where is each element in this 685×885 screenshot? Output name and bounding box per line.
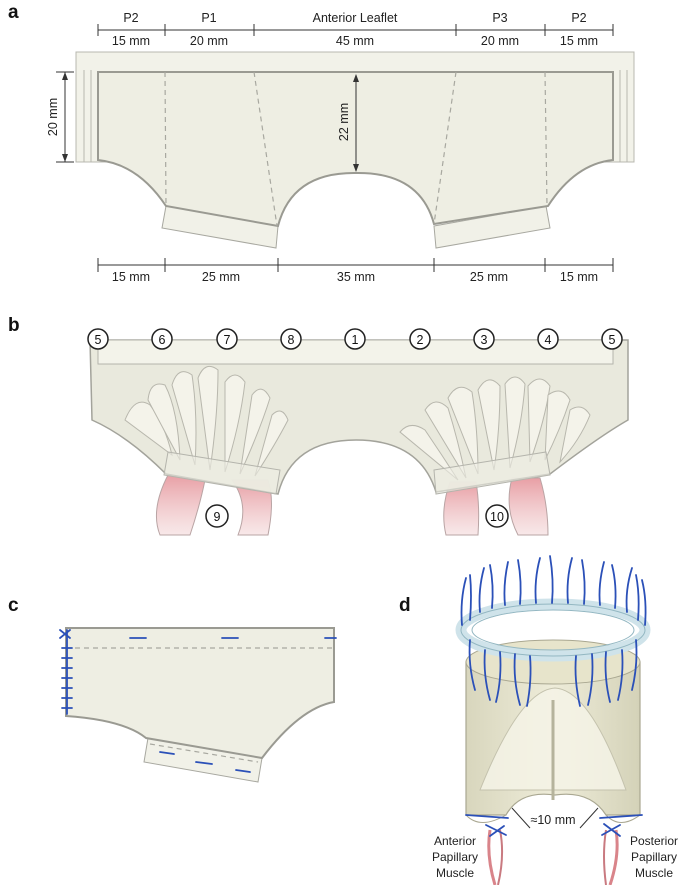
marker-9: 5 <box>601 328 623 350</box>
gap-label: ≈10 mm <box>530 813 575 827</box>
marker-5: 1 <box>344 328 366 350</box>
marker-papillary-left: 9 <box>205 504 229 528</box>
bottom-width-1: 15 mm <box>112 270 150 284</box>
svg-text:8: 8 <box>288 333 295 347</box>
papillary-markers: 9 10 <box>205 504 509 528</box>
panel-d: d <box>399 555 678 885</box>
panel-b: b <box>8 315 629 536</box>
muscle-b-right-b <box>508 477 549 536</box>
bottom-width-3: 35 mm <box>337 270 375 284</box>
suture-markers: 5 6 7 8 1 2 3 4 5 <box>87 328 623 350</box>
panel-b-letter: b <box>8 315 20 336</box>
top-width-1: 15 mm <box>112 34 150 48</box>
bottom-width-4: 25 mm <box>470 270 508 284</box>
attachment-sutures <box>465 814 643 837</box>
top-width-3: 45 mm <box>336 34 374 48</box>
panel-c-letter: c <box>8 595 19 616</box>
depth-dimension <box>353 74 359 172</box>
marker-8: 4 <box>537 328 559 350</box>
height-dimension <box>56 71 74 163</box>
svg-text:5: 5 <box>95 333 102 347</box>
segment-label-p3: P3 <box>492 11 507 25</box>
marker-6: 2 <box>409 328 431 350</box>
chordae-right <box>399 376 591 481</box>
marker-7: 3 <box>473 328 495 350</box>
segment-label-anterior: Anterior Leaflet <box>313 11 398 25</box>
bottom-dimension-lines <box>97 258 614 272</box>
boundary-p1-anterior <box>253 71 278 227</box>
panel-c: c <box>8 595 337 783</box>
anterior-papillary <box>487 829 497 885</box>
svg-text:10: 10 <box>490 510 504 524</box>
posterior-label-2: Papillary <box>631 850 677 864</box>
svg-text:9: 9 <box>214 510 221 524</box>
svg-text:4: 4 <box>545 333 552 347</box>
muscle-b-right-a <box>443 481 480 536</box>
marker-papillary-right: 10 <box>485 504 509 528</box>
height-label: 20 mm <box>46 98 60 136</box>
boundary-p2-p1 <box>164 71 167 207</box>
panel-a: a P2 P1 Anterior Leaflet P3 P2 15 mm 20 … <box>8 2 635 284</box>
marker-4: 8 <box>280 328 302 350</box>
boundary-p3-p2 <box>544 71 548 207</box>
boundary-anterior-p3 <box>433 71 457 225</box>
anterior-label-2: Papillary <box>432 850 478 864</box>
panel-d-letter: d <box>399 595 411 616</box>
depth-label: 22 mm <box>337 103 351 141</box>
marker-1: 5 <box>87 328 109 350</box>
anterior-label-3: Muscle <box>436 866 474 880</box>
bottom-width-5: 15 mm <box>560 270 598 284</box>
posterior-papillary <box>608 829 619 885</box>
muscle-b-left-a <box>155 474 206 536</box>
top-width-5: 15 mm <box>560 34 598 48</box>
posterior-label-3: Muscle <box>635 866 673 880</box>
top-dimension-lines <box>97 24 614 36</box>
svg-text:2: 2 <box>417 333 424 347</box>
segment-label-p2-right: P2 <box>571 11 586 25</box>
svg-text:7: 7 <box>224 333 231 347</box>
bottom-width-2: 25 mm <box>202 270 240 284</box>
sutures-c <box>59 629 337 773</box>
top-width-4: 20 mm <box>481 34 519 48</box>
posterior-label-1: Posterior <box>630 834 678 848</box>
leaflet-folded <box>65 627 335 760</box>
marker-2: 6 <box>151 328 173 350</box>
chordae-left <box>124 365 289 477</box>
svg-text:5: 5 <box>609 333 616 347</box>
segment-label-p2-left: P2 <box>123 11 138 25</box>
top-width-2: 20 mm <box>190 34 228 48</box>
svg-text:3: 3 <box>481 333 488 347</box>
svg-text:6: 6 <box>159 333 166 347</box>
marker-3: 7 <box>216 328 238 350</box>
ring-sutures <box>460 555 647 707</box>
svg-text:1: 1 <box>352 333 359 347</box>
anterior-label-1: Anterior <box>434 834 476 848</box>
panel-a-letter: a <box>8 2 19 23</box>
gap-dimension <box>511 807 599 829</box>
segment-label-p1: P1 <box>201 11 216 25</box>
